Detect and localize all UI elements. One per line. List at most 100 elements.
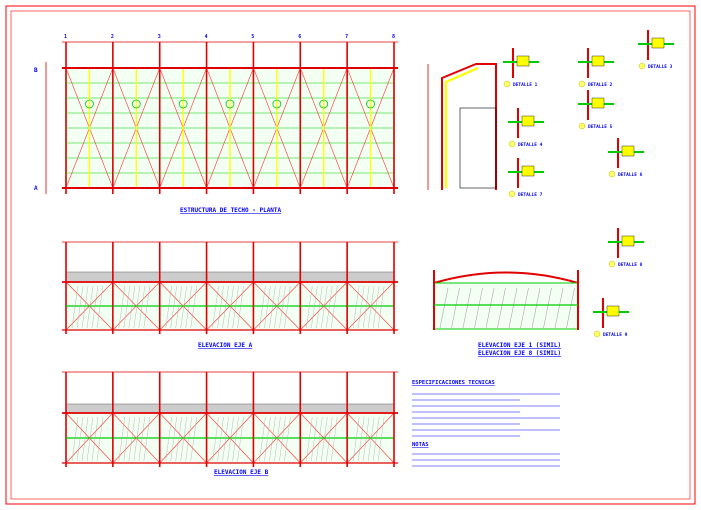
elevation-stair-hatch — [362, 416, 370, 462]
detail-plate — [521, 115, 535, 127]
side-elevation-title-2: ELEVACION EJE 8 (SIMIL) — [478, 350, 561, 357]
side-elevation-member — [543, 287, 552, 329]
elevation-stair-hatch — [331, 285, 338, 329]
elevation-stair-hatch — [264, 416, 271, 462]
detail-plate — [516, 55, 530, 67]
elevation-stair-hatch — [331, 416, 338, 462]
elevation-stair-hatch — [367, 285, 375, 329]
elevation-stair-hatch — [357, 285, 365, 329]
elevation-stair-hatch — [279, 416, 286, 462]
elevation-stair-hatch — [377, 416, 385, 462]
elevation-stair-hatch — [269, 285, 276, 329]
elevation-stair-hatch — [377, 285, 385, 329]
plan-section-marker — [319, 99, 329, 109]
plan-section-marker — [85, 99, 94, 109]
elevation-stair-hatch — [372, 416, 380, 462]
elevation-stair-hatch — [190, 285, 197, 329]
side-elevation-web — [434, 287, 578, 329]
elevation-stair-hatch — [284, 285, 291, 329]
elevation-stair-hatch — [326, 285, 333, 329]
elevation-stair-hatch — [321, 285, 328, 329]
elevation-stair-hatch — [128, 416, 136, 462]
elevation-stair-hatch — [180, 416, 187, 462]
detail-label: DETALLE 9 — [603, 332, 628, 338]
elevation-stair-hatch — [170, 285, 177, 329]
side-elevation-member — [451, 287, 460, 329]
elevation-stair-hatch — [170, 416, 177, 462]
plan-column-label: 5 — [251, 34, 254, 40]
elevation-stair-hatch — [71, 285, 79, 329]
detail-plate — [621, 235, 635, 247]
plan-section-marker — [366, 99, 375, 109]
elevation-stair-hatch — [284, 416, 291, 462]
elevation-stair-hatch — [86, 285, 94, 329]
elevation-stair-hatch — [91, 285, 99, 329]
plan-column-label: 6 — [298, 34, 301, 40]
elevation-stair-hatch — [222, 416, 229, 462]
elevation-stair-hatch — [123, 285, 131, 329]
detail-plate — [651, 37, 665, 49]
elevation-a-bays — [62, 242, 398, 334]
elevation-stair-hatch — [237, 285, 244, 329]
elevation-stair-hatch — [306, 416, 313, 462]
notes-lines — [412, 393, 560, 467]
side-elevation-member — [531, 287, 541, 329]
detail-plate — [591, 97, 605, 109]
side-elevation-member — [439, 287, 449, 329]
elevation-stair-hatch — [274, 285, 281, 329]
elevation-stair-hatch — [76, 416, 84, 462]
elevation-a-title: ELEVACION EJE A — [198, 342, 253, 349]
detail-bubble — [638, 62, 646, 70]
elevation-stair-hatch — [321, 416, 328, 462]
plan-column-label: 2 — [111, 34, 114, 40]
detail-label: DETALLE 5 — [588, 124, 613, 130]
notes-heading: ESPECIFICACIONES TECNICAS — [412, 380, 495, 386]
elevation-stair-hatch — [123, 416, 131, 462]
elevation-stair-hatch — [71, 416, 79, 462]
elevation-stair-hatch — [133, 416, 141, 462]
elevation-stair-hatch — [367, 416, 375, 462]
grid-label-a: A — [34, 185, 38, 192]
elevation-stair-hatch — [259, 416, 266, 462]
detail-bubble — [608, 170, 616, 178]
section-rafter — [444, 66, 479, 188]
elevation-stair-hatch — [165, 416, 172, 462]
plan-section-marker — [178, 99, 188, 109]
elevation-stair-hatch — [269, 416, 276, 462]
elevation-stair-hatch — [76, 285, 84, 329]
elevation-stair-hatch — [118, 416, 126, 462]
section-view — [427, 63, 497, 190]
side-elevation-title-1: ELEVACION EJE 1 (SIMIL) — [478, 342, 561, 349]
detail-bubble — [593, 330, 601, 338]
roof-plan-title: ESTRUCTURA DE TECHO - PLANTA — [180, 207, 282, 214]
sheet-border-outer — [5, 5, 696, 505]
plan-section-marker — [131, 99, 141, 109]
elevation-stair-hatch — [118, 285, 126, 329]
detail-label: DETALLE 7 — [518, 192, 543, 198]
side-elevation-member — [485, 287, 495, 329]
elevation-stair-hatch — [96, 416, 104, 462]
elevation-stair-hatch — [180, 285, 187, 329]
plan-column-label: 8 — [392, 34, 395, 40]
elevation-stair-hatch — [372, 285, 380, 329]
elevation-stair-hatch — [185, 416, 192, 462]
detail-bubble — [508, 190, 516, 198]
elevation-stair-hatch — [316, 416, 323, 462]
elevation-stair-hatch — [175, 285, 182, 329]
elevation-b-title: ELEVACION EJE B — [214, 469, 269, 476]
section-frame — [441, 63, 497, 190]
side-elevation-member — [520, 287, 529, 329]
grid-label-b: B — [34, 67, 38, 74]
detail-plate — [606, 305, 620, 317]
detail-label: DETALLE 3 — [648, 64, 673, 70]
elevation-stair-hatch — [86, 416, 94, 462]
detail-plate — [521, 165, 535, 177]
detail-bubble — [508, 140, 516, 148]
side-elev-body — [433, 282, 579, 330]
elevation-stair-hatch — [264, 285, 271, 329]
elevation-stair-hatch — [311, 285, 318, 329]
elev-b-roof — [65, 403, 395, 414]
elevation-stair-hatch — [91, 416, 99, 462]
